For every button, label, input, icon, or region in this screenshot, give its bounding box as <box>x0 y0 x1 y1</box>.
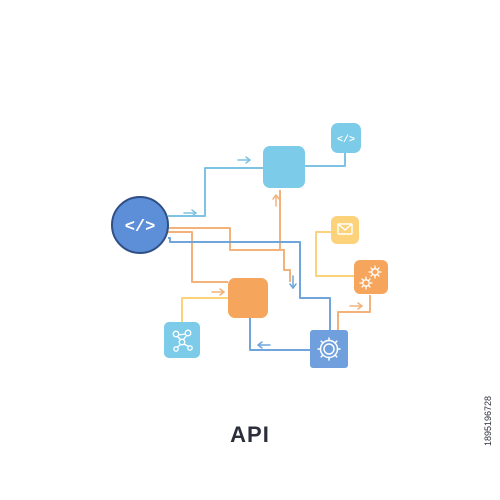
connector-mail-to-gears <box>315 231 354 277</box>
code-chip-glyph: </> <box>337 134 355 146</box>
connector-gears-to-gear-box <box>337 295 371 330</box>
network-icon <box>172 329 193 352</box>
gear-box-node <box>310 330 348 368</box>
gear-icon <box>317 337 341 361</box>
arrow-right-icon <box>237 156 251 164</box>
connector-main-to-top-box <box>168 167 264 217</box>
main-code-glyph: </> <box>125 218 156 237</box>
connector-main-to-gear-box <box>168 237 331 330</box>
arrow-right-icon <box>211 288 225 296</box>
connector-network-to-center <box>181 297 228 322</box>
top-blue-box <box>263 146 305 188</box>
connector-main-to-right <box>168 227 291 282</box>
arrow-right-icon <box>349 302 363 310</box>
gears-node <box>354 260 388 294</box>
page-title: API <box>230 422 270 447</box>
mail-node <box>331 216 359 244</box>
arrow-down-icon <box>289 275 297 289</box>
arrow-right-icon <box>183 209 197 217</box>
arrow-left-icon <box>257 341 271 349</box>
center-orange-box <box>228 278 268 318</box>
connector-main-to-center-box <box>168 231 228 283</box>
connector-gear-box-to-center <box>249 318 310 351</box>
connector-top-box-to-code-chip <box>304 153 346 167</box>
code-chip-node: </> <box>331 123 361 153</box>
network-node <box>164 322 200 358</box>
mail-icon <box>337 223 353 235</box>
main-code-node: </> <box>111 196 169 254</box>
arrow-up-icon <box>272 194 280 207</box>
gears-icon <box>359 265 382 290</box>
